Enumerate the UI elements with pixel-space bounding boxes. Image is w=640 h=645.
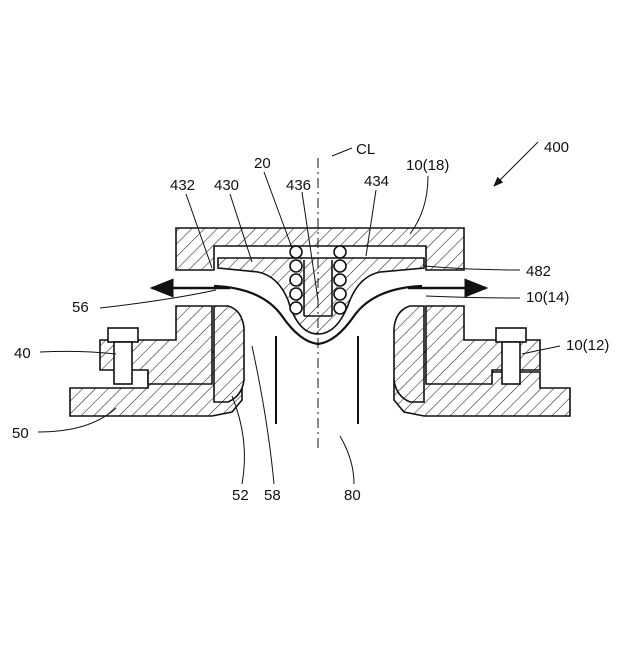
- label-432: 432: [170, 177, 195, 194]
- label-436: 436: [286, 177, 311, 194]
- label-10-12: 10(12): [566, 337, 609, 354]
- label-10-18: 10(18): [406, 157, 449, 174]
- inner-wall-left: [214, 306, 244, 402]
- label-50: 50: [12, 425, 29, 442]
- inner-body: [218, 258, 424, 334]
- label-10-14: 10(14): [526, 289, 569, 306]
- label-434: 434: [364, 173, 389, 190]
- label-430: 430: [214, 177, 239, 194]
- label-52: 52: [232, 487, 249, 504]
- label-482: 482: [526, 263, 551, 280]
- label-20: 20: [254, 155, 271, 172]
- inner-wall-right: [394, 306, 424, 402]
- label-cl: CL: [356, 141, 375, 158]
- label-80: 80: [344, 487, 361, 504]
- label-40: 40: [14, 345, 31, 362]
- label-58: 58: [264, 487, 281, 504]
- bolt-left: [108, 328, 138, 342]
- label-400: 400: [544, 139, 569, 156]
- label-56: 56: [72, 299, 89, 316]
- bolt-right: [496, 328, 526, 342]
